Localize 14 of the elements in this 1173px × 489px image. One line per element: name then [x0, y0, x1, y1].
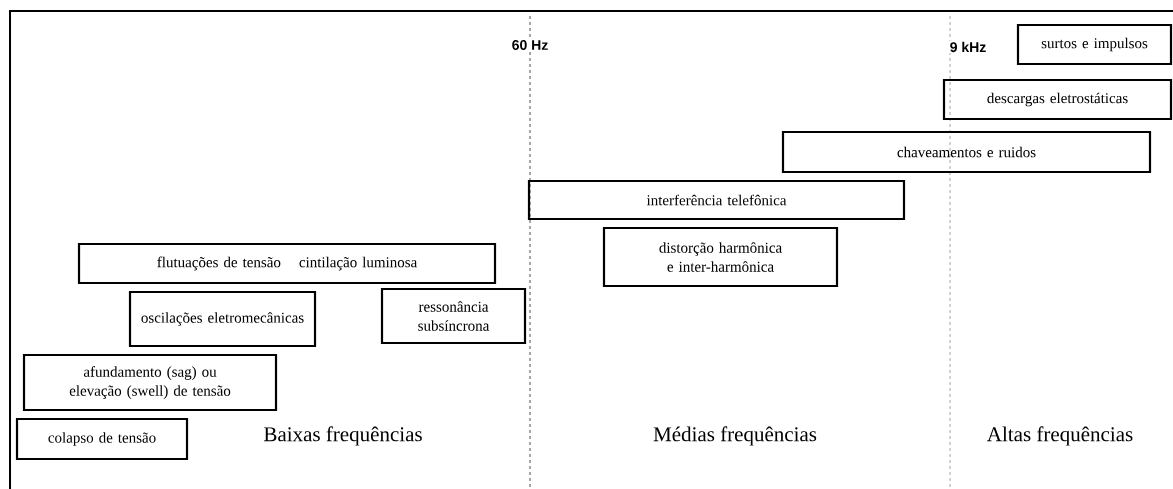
range-box: surtos e impulsos — [1016, 23, 1173, 66]
range-box: ressonância subsíncrona — [380, 287, 527, 345]
range-box: interferência telefônica — [527, 179, 906, 221]
range-box: descargas eletrostáticas — [942, 78, 1173, 121]
band-label: Médias frequências — [652, 425, 818, 447]
range-box: flutuações de tensão cintilação luminosa — [77, 242, 497, 285]
range-box: afundamento (sag) ou elevação (swell) de tensão — [22, 353, 278, 412]
range-box: oscilações eletromecânicas — [128, 290, 317, 348]
frequency-label: 60 Hz — [510, 39, 550, 51]
range-box: chaveamentos e ruidos — [781, 130, 1152, 174]
range-box: colapso de tensão — [15, 417, 189, 461]
band-label: Altas frequências — [985, 425, 1135, 447]
range-box: distorção harmônica e inter-harmônica — [602, 226, 839, 288]
band-label: Baixas frequências — [262, 425, 424, 447]
